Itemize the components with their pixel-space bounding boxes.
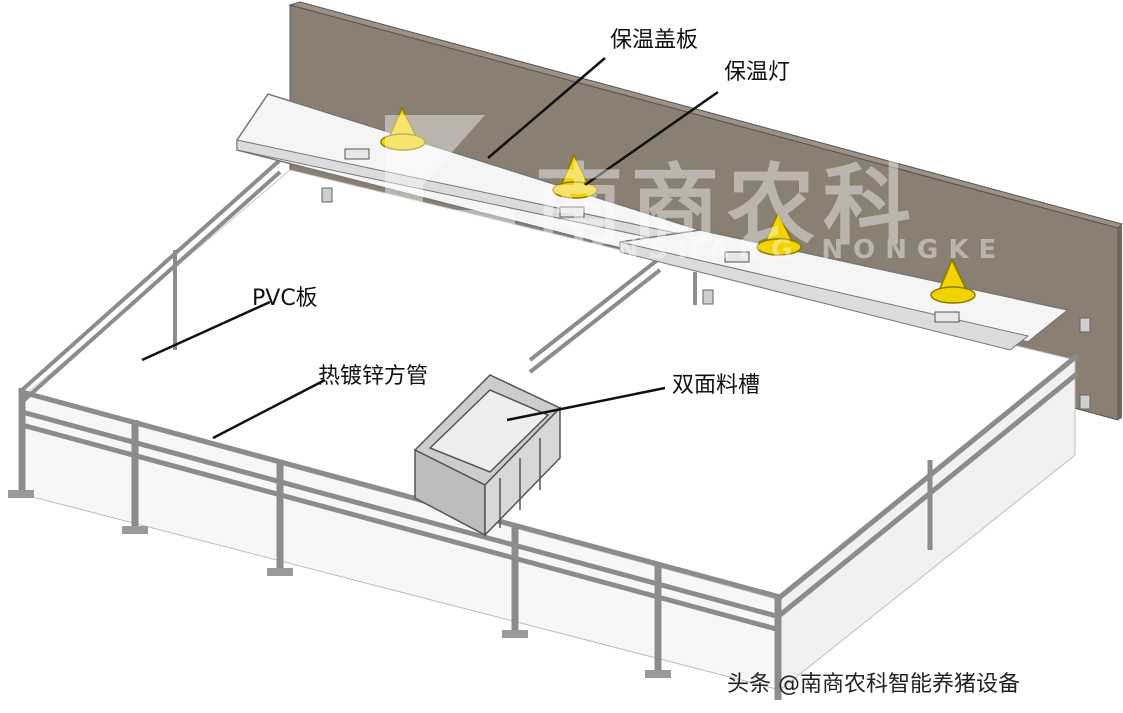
- cover-board-right-edge: [619, 241, 1030, 351]
- heat-lamp-1-icon: [380, 106, 426, 151]
- label-double-trough: 双面料槽: [672, 373, 761, 398]
- left-rails: [20, 158, 282, 404]
- front-rails: [21, 389, 781, 633]
- heat-lamp-2-icon: [552, 153, 598, 199]
- cover-board-hinges: [344, 148, 960, 323]
- feeding-trough: [413, 374, 562, 537]
- back-wall-side: [1118, 224, 1122, 420]
- label-galvanized-tube: 热镀锌方管: [318, 364, 429, 389]
- callout-leader-lines: [141, 57, 719, 440]
- heat-lamp-3-icon: [756, 211, 802, 256]
- middle-divider-rails: [528, 256, 697, 374]
- heat-lamps: [380, 106, 976, 304]
- source-credit: 头条 @南商农科智能养猪设备: [727, 672, 1020, 697]
- label-pvc-board: PVC板: [252, 286, 318, 311]
- wall-brackets: [321, 187, 1091, 410]
- heat-lamp-4-icon: [930, 258, 976, 304]
- label-heat-lamp: 保温灯: [724, 60, 791, 85]
- post-feet: [8, 490, 671, 678]
- rail-posts: [18, 388, 782, 700]
- label-cover-board: 保温盖板: [610, 28, 699, 53]
- right-rails: [778, 353, 1080, 617]
